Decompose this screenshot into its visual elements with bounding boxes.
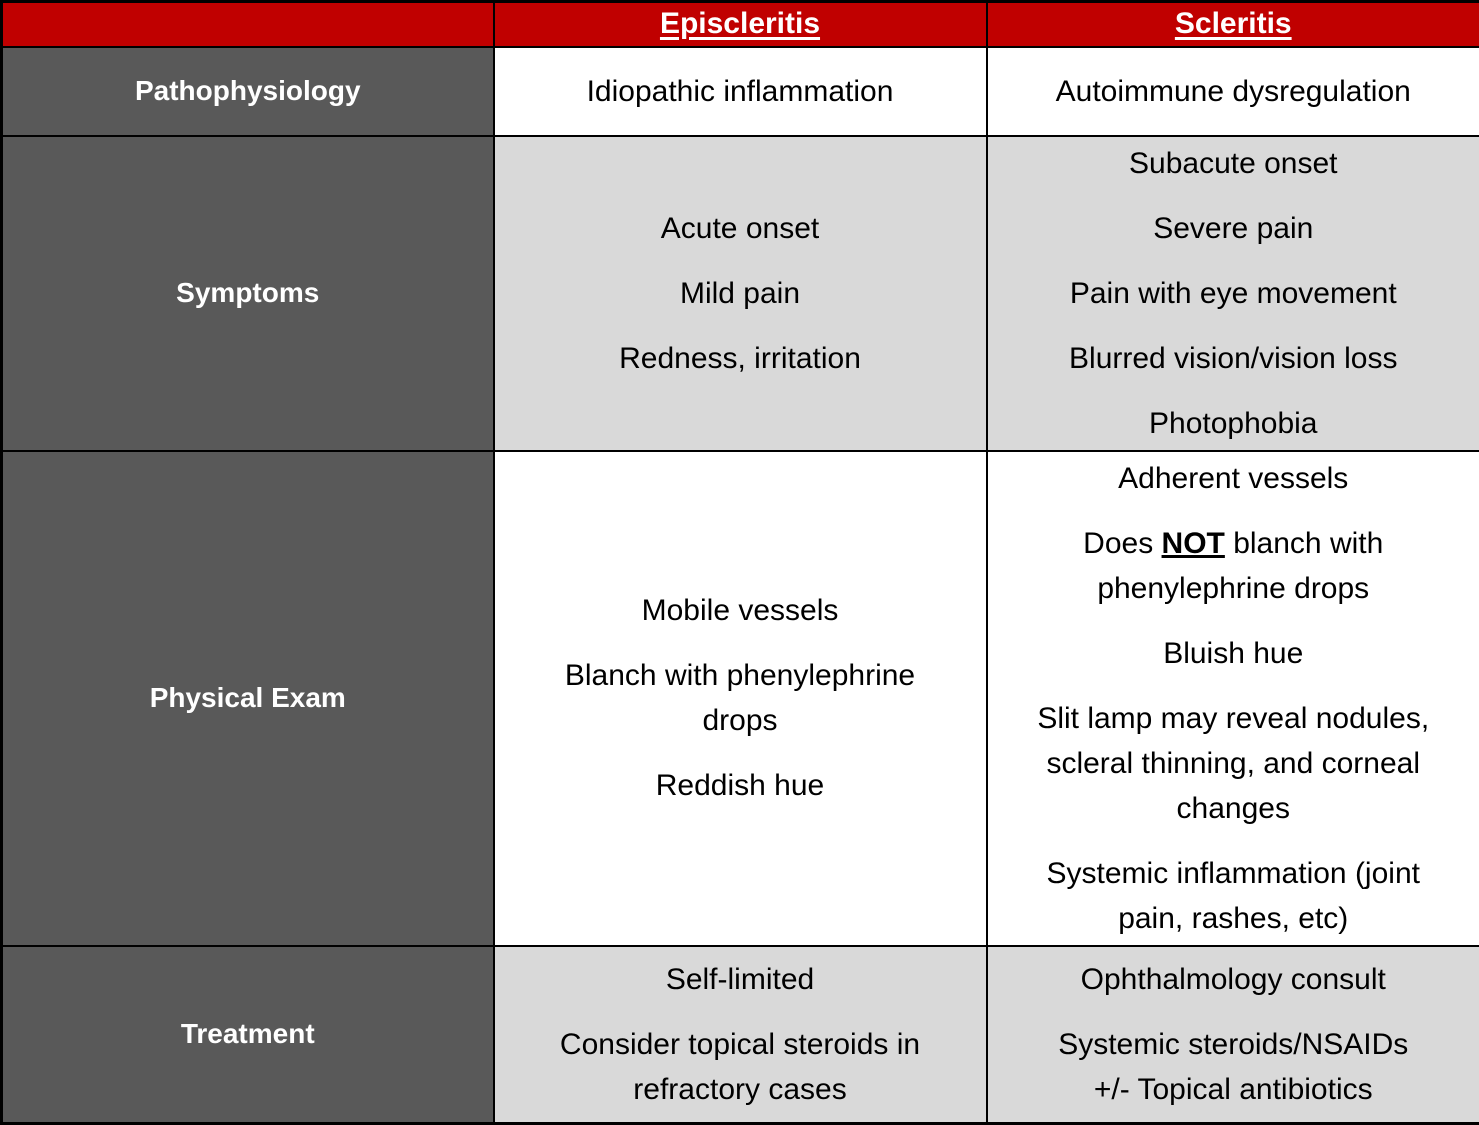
row-physical-exam: Physical Exam Mobile vessels Blanch with… [0, 449, 1479, 947]
cell-pathophysiology-scleritis: Autoimmune dysregulation [985, 45, 1479, 137]
cell-text-line: pain, rashes, etc) [1118, 901, 1349, 935]
cell-text-line: Does NOT blanch with [996, 521, 1472, 566]
column-header-scleritis: Scleritis [985, 0, 1479, 48]
cell-text-line: Self-limited [665, 962, 815, 996]
column-header-episcleritis-label: Episcleritis [659, 7, 821, 41]
cell-text-line: drops [702, 704, 778, 737]
cell-text-line: +/- Topical antibiotics [1093, 1072, 1373, 1106]
cell-text-line: Blurred vision/vision loss [1069, 341, 1398, 375]
cell-text-line: Idiopathic inflammation [586, 74, 894, 108]
cell-text-line: Slit lamp may reveal nodules, [1037, 701, 1430, 735]
cell-treatment-scleritis: Ophthalmology consult Systemic steroids/… [985, 944, 1479, 1125]
cell-text-line: Acute onset [660, 211, 820, 245]
cell-text-line: Consider topical steroids in [559, 1027, 921, 1061]
cell-text-line: refractory cases [633, 1072, 847, 1106]
row-label-physical-exam: Physical Exam [0, 449, 495, 947]
row-label-pathophysiology: Pathophysiology [0, 45, 495, 137]
cell-text-line: Redness, irritation [619, 341, 861, 375]
cell-text-line: Mild pain [679, 276, 801, 310]
cell-text-line: Blanch with phenylephrine [564, 659, 916, 692]
cell-text-line: Ophthalmology consult [1080, 962, 1386, 996]
cell-text-line: changes [1176, 791, 1290, 825]
column-header-scleritis-label: Scleritis [1174, 7, 1292, 41]
cell-treatment-episcleritis: Self-limited Consider topical steroids i… [492, 944, 988, 1125]
cell-symptoms-scleritis: Subacute onset Severe pain Pain with eye… [985, 134, 1479, 452]
cell-text-line: phenylephrine drops [1097, 571, 1370, 605]
header-corner-cell [0, 0, 495, 48]
cell-physical-exam-episcleritis: Mobile vessels Blanch with phenylephrine… [492, 449, 988, 947]
column-header-episcleritis: Episcleritis [492, 0, 988, 48]
header-row: Episcleritis Scleritis [0, 0, 1479, 48]
row-label-treatment: Treatment [0, 944, 495, 1125]
cell-text-segment: blanch with [1224, 526, 1384, 560]
cell-text-line: Bluish hue [1163, 636, 1304, 670]
cell-text-line: Systemic inflammation (joint [1046, 856, 1420, 890]
cell-text-line: Pain with eye movement [1069, 276, 1397, 310]
cell-text-line: Mobile vessels [641, 594, 839, 627]
cell-text-line: scleral thinning, and corneal [1046, 746, 1421, 780]
cell-symptoms-episcleritis: Acute onset Mild pain Redness, irritatio… [492, 134, 988, 452]
cell-text-segment-not-emphasis: NOT [1161, 526, 1225, 560]
row-label-symptoms: Symptoms [0, 134, 495, 452]
cell-text-line: Reddish hue [655, 769, 825, 802]
row-symptoms: Symptoms Acute onset Mild pain Redness, … [0, 134, 1479, 452]
cell-text-line: Adherent vessels [1118, 461, 1349, 495]
row-treatment: Treatment Self-limited Consider topical … [0, 944, 1479, 1125]
cell-text-line: Photophobia [1149, 406, 1318, 440]
cell-text-line: Subacute onset [1129, 146, 1338, 180]
cell-text-line: Autoimmune dysregulation [1055, 74, 1411, 108]
cell-physical-exam-scleritis: Adherent vessels Does NOT blanch with ph… [985, 449, 1479, 947]
cell-text-segment: Does [1083, 526, 1162, 560]
cell-text-line: Systemic steroids/NSAIDs [1058, 1027, 1409, 1061]
row-pathophysiology: Pathophysiology Idiopathic inflammation … [0, 45, 1479, 137]
cell-text-line: Severe pain [1153, 211, 1314, 245]
cell-pathophysiology-episcleritis: Idiopathic inflammation [492, 45, 988, 137]
